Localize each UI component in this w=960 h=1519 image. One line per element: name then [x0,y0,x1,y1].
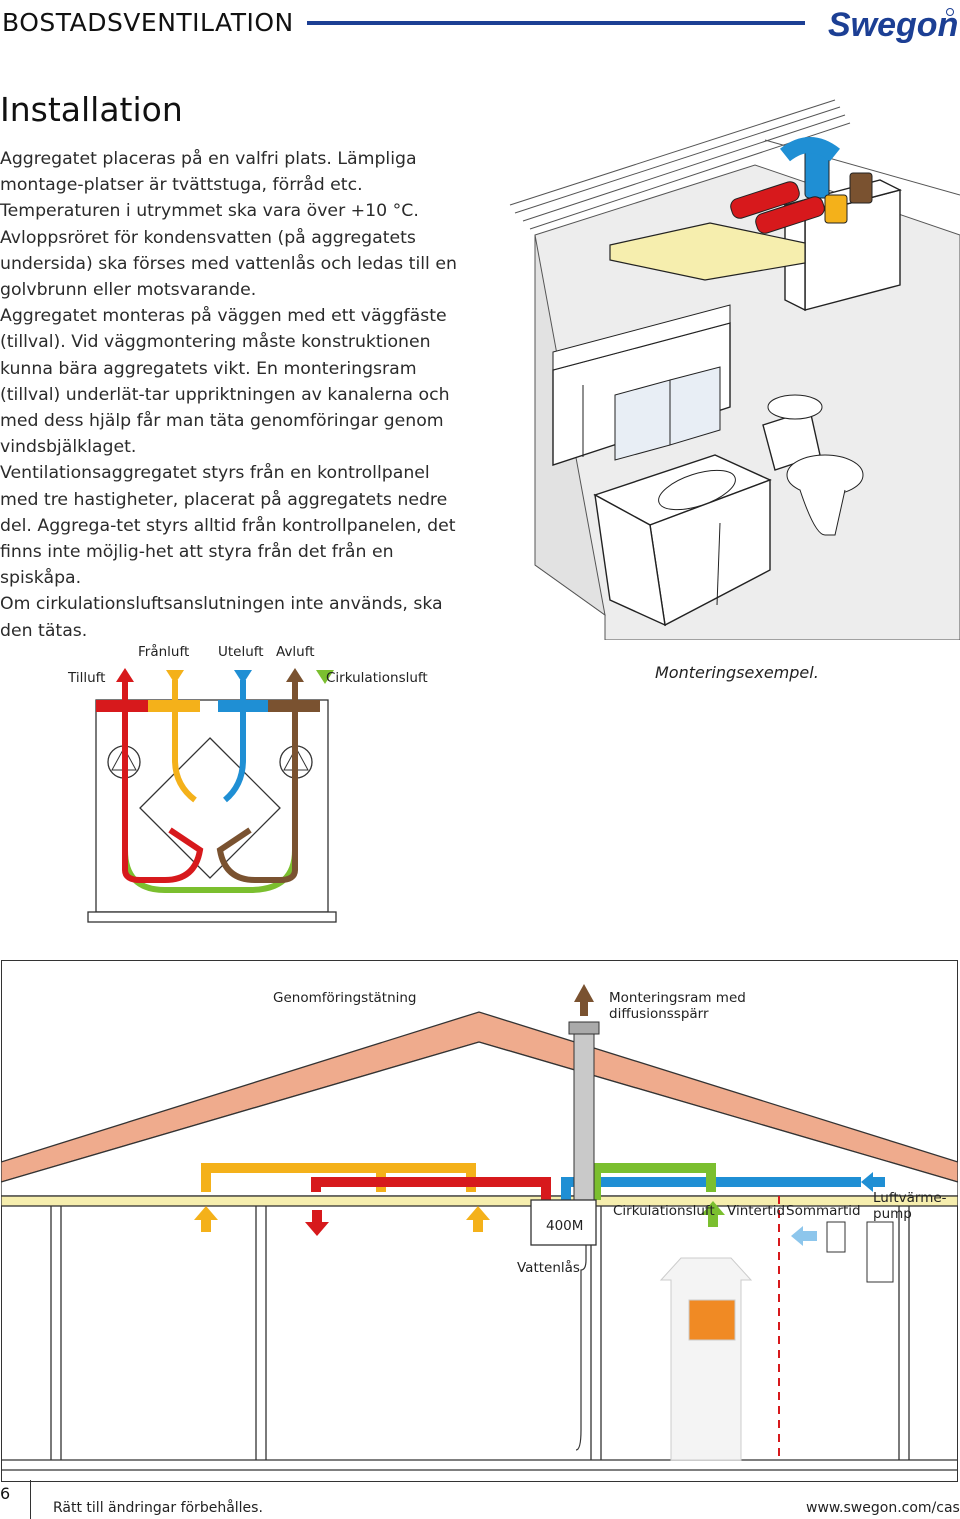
franluft-arrow-icon [194,1206,218,1220]
franluft-flow [172,680,197,803]
paragraph-circulation: Om cirkulationsluftsanslutningen inte an… [0,594,443,641]
footer-note: Rätt till ändringar förbehålles. [53,1500,263,1516]
uteluft-label: Uteluft [218,644,264,660]
paragraph-mounting: Aggregatet monteras på väggen med ett vä… [0,306,450,458]
ceiling [1,1195,958,1207]
fireplace [659,1257,753,1461]
tilluft-label: Tilluft [67,670,105,686]
avluft-flow [216,680,298,883]
monteringsram-label-line2: diffusionsspärr [609,1006,709,1022]
avluft-label: Avluft [276,644,315,660]
unit-airflow-diagram: Tilluft Frånluft Uteluft Avluft Cirkulat… [67,643,428,923]
drain-pipe [575,1245,587,1451]
luftvarmepump-arrow-icon [791,1226,803,1246]
franluft-arrow-icon [466,1206,490,1220]
illustration-caption: Monteringsexempel. [655,663,819,682]
monteringsram-label-line1: Monteringsram med [609,990,746,1006]
cirkulationsluft-arrow-icon [316,670,334,684]
exhaust-stack [573,1027,595,1207]
tilluft-arrow-icon [116,668,134,682]
roof [1,1011,958,1183]
genomforingstatning-label: Genomföringstätning [273,990,417,1006]
unit-model-label: 400M [546,1218,583,1234]
heat-pump [866,1221,894,1283]
vattenlas-label: Vattenlås [517,1259,580,1276]
tilluft-duct [311,1177,551,1200]
uteluft-arrow-icon [234,670,252,684]
mounting-example-illustration [509,99,960,640]
house-section-frame [1,960,958,1482]
paragraph-control: Ventilationsaggregatet styrs från en kon… [0,463,456,589]
tilluft-flow [122,680,204,883]
page-heading: Installation [0,90,183,129]
uteluft-duct [561,1177,861,1200]
footer-rule [30,1480,31,1519]
avluft-arrow-icon [286,668,304,682]
header-rule [307,21,805,25]
footer-url[interactable]: www.swegon.com/casa [806,1500,960,1516]
tilluft-arrow-icon [305,1222,329,1236]
cirkulationsluft-label: Cirkulationsluft [326,670,428,686]
cirkulationsluft-arrow-icon [701,1201,725,1215]
unit-400m [530,1199,597,1246]
swegon-logo: Swegon [828,6,958,44]
cirkulationsluft-label: Cirkulationsluft [613,1203,715,1219]
section-title: BOSTADSVENTILATION [2,8,294,37]
vintertid-label: Vintertid [727,1203,785,1219]
body-text: Aggregatet placeras på en valfri plats. … [0,146,470,644]
heat-pump-indoor [826,1221,846,1253]
sommartid-label: Sommartid [786,1203,861,1219]
avluft-arrow-icon [574,984,594,1002]
house-section-diagram: 400M Genomföringstätning Monteringsram m… [1,984,958,1471]
fire [688,1299,736,1341]
franluft-arrow-icon [166,670,184,684]
luftvarmepump-label-line1: Luftvärme- [873,1190,947,1206]
uteluft-arrow-icon [861,1172,873,1192]
luftvarmepump-label-line2: pump [873,1206,912,1222]
paragraph-placement: Aggregatet placeras på en valfri plats. … [0,149,457,301]
page-number: 6 [0,1484,11,1503]
brand-logo-text: Swegon [828,6,958,44]
franluft-label: Frånluft [138,643,189,660]
uteluft-flow [222,680,246,803]
cirkulationsluft-duct [591,1163,716,1200]
